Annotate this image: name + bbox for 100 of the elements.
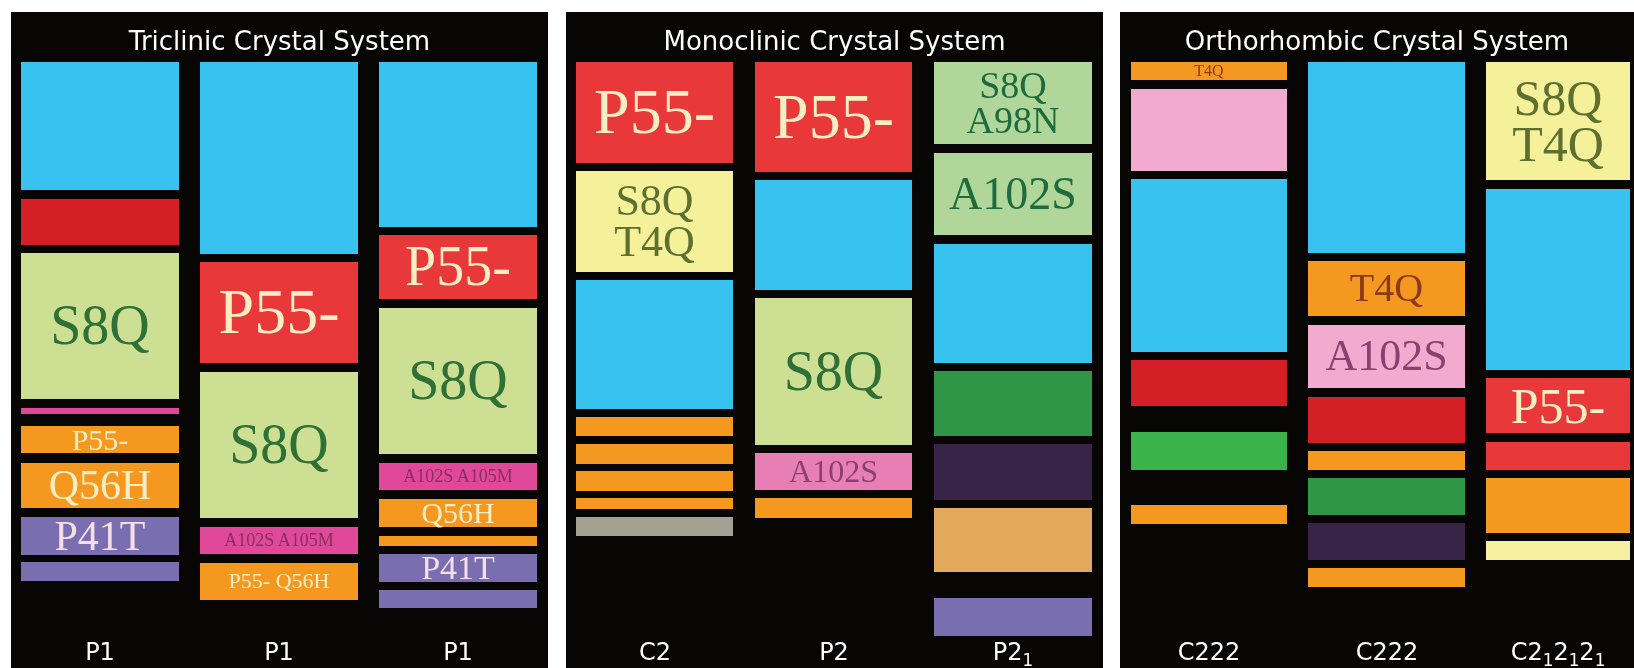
mutation-bar xyxy=(200,372,358,518)
empty-bar xyxy=(21,199,179,245)
mutation-label: A102S xyxy=(1325,336,1448,377)
mutation-bar xyxy=(379,235,537,299)
empty-bar xyxy=(1486,541,1630,560)
mutation-label: P55- xyxy=(405,241,511,293)
mutation-label: P55- xyxy=(218,283,340,342)
mutation-label: P55- xyxy=(773,87,894,147)
empty-bar xyxy=(379,536,537,546)
panel-background xyxy=(566,12,1103,668)
empty-bar xyxy=(1486,442,1630,470)
mutation-label: S8Q T4Q xyxy=(1512,75,1604,167)
empty-bar xyxy=(1308,523,1465,560)
mutation-bar xyxy=(576,62,733,163)
empty-bar xyxy=(934,371,1092,436)
mutation-bar xyxy=(379,554,537,582)
empty-bar xyxy=(379,590,537,608)
space-group-label: P2 xyxy=(819,638,849,666)
space-group-label: C222 xyxy=(1355,638,1419,666)
empty-bar xyxy=(1131,360,1287,406)
empty-bar xyxy=(576,498,733,509)
empty-bar xyxy=(1131,89,1287,171)
space-group-label: C222 xyxy=(1177,638,1241,666)
empty-bar xyxy=(576,444,733,464)
mutation-bar xyxy=(379,499,537,527)
empty-bar xyxy=(1131,179,1287,352)
empty-bar xyxy=(576,471,733,491)
panel-background xyxy=(1120,12,1634,668)
mutation-bar xyxy=(755,62,912,172)
mutation-bar xyxy=(934,153,1092,235)
mutation-label: P55- xyxy=(594,83,715,142)
mutation-label: P55- xyxy=(1510,382,1606,429)
mutation-bar xyxy=(21,253,179,399)
space-group-label: P1 xyxy=(443,638,473,666)
mutation-label: S8Q xyxy=(50,300,150,352)
space-group-label: C2 xyxy=(639,638,671,666)
empty-bar xyxy=(1308,478,1465,515)
mutation-bar xyxy=(1486,378,1630,433)
mutation-label: A102S xyxy=(949,172,1077,216)
mutation-label: S8Q xyxy=(408,355,508,407)
mutation-label: T4Q xyxy=(1349,270,1424,307)
empty-bar xyxy=(1486,478,1630,533)
mutation-bar xyxy=(1308,325,1465,388)
empty-bar xyxy=(934,598,1092,636)
empty-bar xyxy=(21,408,179,414)
mutation-bar xyxy=(200,527,358,554)
space-group-label: C2$_{1}$2$_{1}$2$_{1}$ xyxy=(1510,638,1606,668)
mutation-bar xyxy=(379,463,537,490)
empty-bar xyxy=(755,180,912,290)
mutation-bar xyxy=(21,517,179,555)
space-group-label: P1 xyxy=(264,638,294,666)
mutation-label: S8Q xyxy=(229,419,329,471)
empty-bar xyxy=(21,562,179,581)
mutation-bar xyxy=(1486,62,1630,180)
mutation-bar xyxy=(21,463,179,508)
mutation-bar xyxy=(1308,261,1465,316)
mutation-bar xyxy=(755,453,912,490)
mutation-label: Q56H xyxy=(48,466,152,505)
mutation-label: S8Q xyxy=(783,345,884,398)
panel-title: Orthorhombic Crystal System xyxy=(1184,26,1570,56)
mutation-bar xyxy=(576,171,733,272)
mutation-bar xyxy=(200,262,358,363)
mutation-label: P41T xyxy=(54,516,146,556)
mutation-label: A102S xyxy=(789,456,878,487)
mutation-bar xyxy=(934,62,1092,144)
mutation-label: P55- Q56H xyxy=(228,571,330,592)
empty-bar xyxy=(1131,432,1287,470)
space-group-label: P2$_{1}$ xyxy=(992,638,1034,668)
empty-bar xyxy=(576,517,733,536)
mutation-label: P41T xyxy=(421,552,495,584)
empty-bar xyxy=(1308,397,1465,443)
empty-bar xyxy=(934,444,1092,500)
empty-bar xyxy=(1308,568,1465,587)
empty-bar xyxy=(21,62,179,190)
empty-bar xyxy=(755,498,912,518)
mutation-label: S8Q T4Q xyxy=(614,181,695,262)
mutation-bar xyxy=(755,298,912,445)
empty-bar xyxy=(934,244,1092,363)
panel-title: Triclinic Crystal System xyxy=(128,26,431,56)
mutation-label: T4Q xyxy=(1194,63,1224,79)
mutation-bar xyxy=(1131,62,1287,80)
empty-bar xyxy=(934,508,1092,572)
empty-bar xyxy=(1131,505,1287,524)
mutation-label: P55- xyxy=(71,425,129,454)
mutation-bar xyxy=(379,308,537,454)
empty-bar xyxy=(1308,451,1465,470)
panel-title: Monoclinic Crystal System xyxy=(663,26,1006,56)
empty-bar xyxy=(576,417,733,436)
empty-bar xyxy=(1486,189,1630,370)
empty-bar xyxy=(200,62,358,254)
mutation-label: S8Q A98N xyxy=(966,68,1060,138)
mutation-label: A102S A105M xyxy=(224,532,334,549)
empty-bar xyxy=(576,280,733,409)
mutation-bar xyxy=(200,563,358,600)
panel-background xyxy=(11,12,548,668)
mutation-bar xyxy=(21,426,179,453)
space-group-label: P1 xyxy=(85,638,115,666)
empty-bar xyxy=(379,62,537,227)
mutation-label: Q56H xyxy=(421,499,495,527)
empty-bar xyxy=(1308,62,1465,253)
